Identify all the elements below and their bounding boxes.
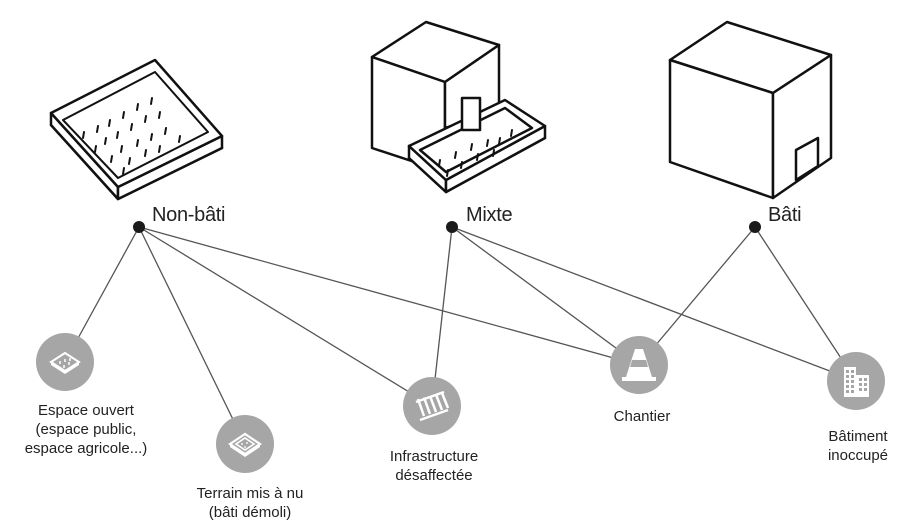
item-node-chantier [610,336,668,394]
item-circle-terrain [216,415,274,473]
open-plot-icon [49,351,81,374]
item-circle-infrastructure [403,377,461,435]
buildings-icon [844,367,869,397]
link-mixte-batiment [451,226,857,382]
link-non-bati-chantier [138,226,640,366]
bati-illustration [668,20,833,200]
category-node-non-bati [133,221,145,233]
link-bati-chantier [638,226,756,366]
link-bati-batiment [754,226,857,382]
link-non-bati-terrain [138,226,246,445]
traffic-cone-icon [622,349,656,381]
link-mixte-infrastructure [431,226,453,407]
item-node-batiment [827,352,885,410]
railway-icon [415,390,450,422]
mixte-illustration [370,20,547,194]
item-node-infrastructure [403,377,461,435]
item-label-terrain: Terrain mis à nu(bâti démoli) [196,485,304,521]
category-label-mixte: Mixte [466,204,513,226]
category-nodes [133,221,761,233]
connection-lines [64,226,857,445]
category-label-bati: Bâti [768,204,802,226]
category-node-bati [749,221,761,233]
item-node-espace-ouvert [36,333,94,391]
link-non-bati-infrastructure [138,226,433,407]
link-mixte-chantier [451,226,640,366]
item-icons [36,333,885,473]
item-label-chantier: Chantier [613,408,671,425]
non-bati-illustration [49,58,224,201]
category-label-non-bati: Non-bâti [152,204,226,226]
category-node-mixte [446,221,458,233]
item-node-terrain [216,415,274,473]
item-label-espace-ouvert: Espace ouvert(espace public,espace agric… [24,402,148,457]
bare-plot-icon [228,432,262,457]
